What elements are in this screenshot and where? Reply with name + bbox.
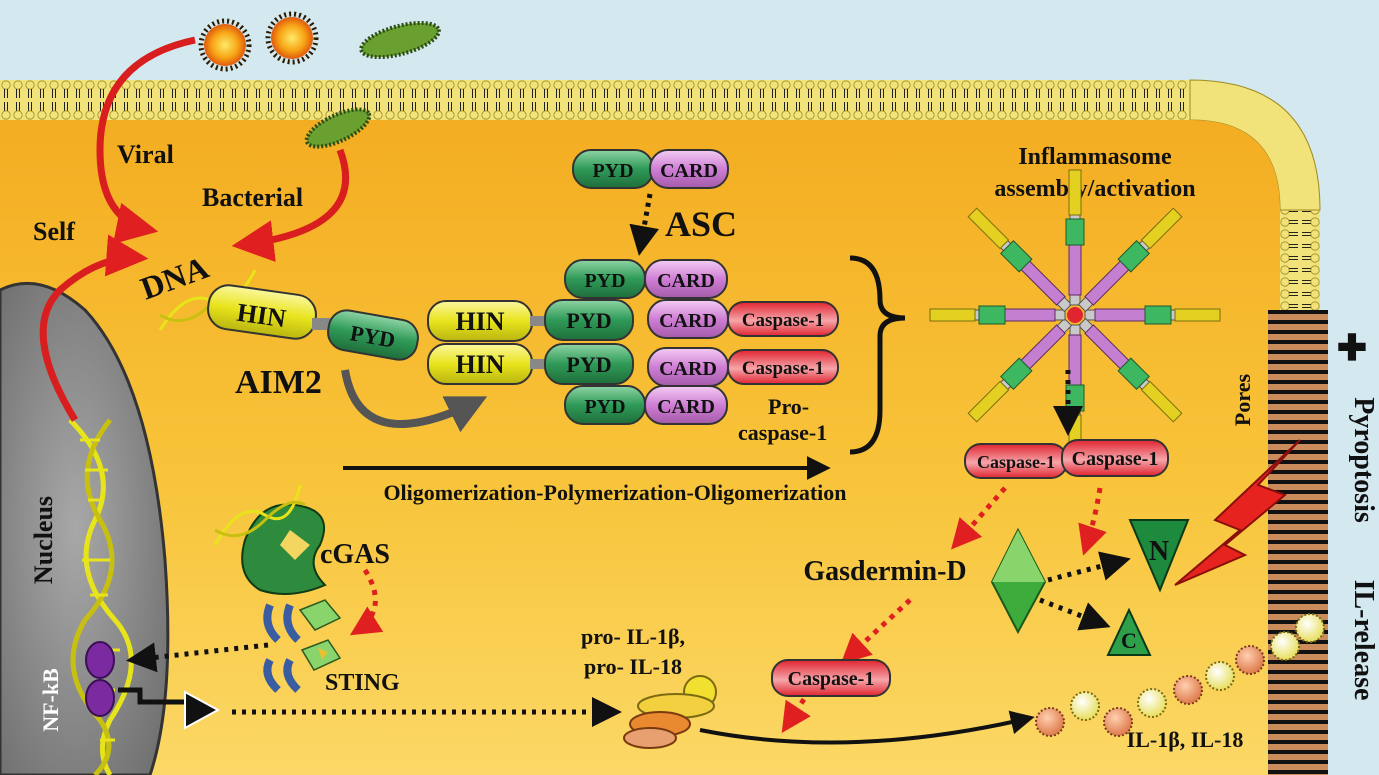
card-label: CARD	[657, 270, 715, 292]
viral-label: Viral	[117, 140, 174, 169]
hin-label: HIN	[455, 307, 504, 336]
self-label: Self	[33, 217, 75, 246]
card-label: CARD	[659, 358, 717, 380]
pores-label: Pores	[1230, 374, 1255, 427]
procaspase-1: Caspase-1 Caspase-1 Pro- caspase-1	[727, 301, 839, 445]
nfkb-subunit	[85, 641, 115, 679]
caspase-label: Caspase-1	[977, 452, 1055, 472]
sting-protein	[263, 599, 342, 693]
caspase-fragment	[1061, 439, 1169, 477]
pyd-label: PYD	[584, 396, 625, 418]
card-domain	[644, 259, 728, 299]
asc-stack: PYD CARD ASC PYD CARD PYD CARD PYD CARD …	[544, 149, 737, 425]
hin-label: HIN	[455, 350, 504, 379]
cleavage-arrows	[349, 486, 1107, 734]
inflammasome-label-line1: Inflammasome	[1018, 144, 1172, 170]
procaspase-label-line2: caspase-1	[738, 420, 827, 445]
aim2-pyd-domain	[327, 309, 419, 361]
asc-card-domain	[649, 149, 729, 189]
gasdermin-cleavage-arrows	[1039, 551, 1131, 631]
nucleus: Nucleus NF-kB	[0, 281, 170, 775]
card-label: CARD	[657, 396, 715, 418]
pyd-domain	[544, 343, 634, 385]
inflammasome-complex	[929, 169, 1221, 461]
assembly-bracket	[849, 255, 906, 455]
gasdermin-d-protein	[990, 527, 1047, 635]
gasdermin-label: Gasdermin-D	[803, 556, 966, 587]
recruitment-arrow	[341, 369, 488, 433]
dna-helix-icon	[213, 484, 306, 546]
c-fragment-label: C	[1121, 628, 1137, 653]
caspase-domain	[771, 659, 891, 697]
caspase-label: Caspase-1	[742, 310, 824, 331]
oligomerization-label: Oligomerization-Polymerization-Oligomeri…	[383, 480, 846, 505]
dna-source-arrows	[39, 36, 350, 422]
sting-label: STING	[325, 670, 400, 696]
pro-il-label-line1: pro- IL-1β,	[581, 624, 685, 649]
caspase-domain	[727, 349, 839, 385]
pro-il-label-line2: pro- IL-18	[584, 654, 682, 679]
nfkb-subunit	[85, 679, 115, 717]
aim2-protein: HIN PYD AIM2	[207, 284, 419, 401]
card-domain	[644, 385, 728, 425]
bacterium-icon	[359, 20, 441, 60]
asc-recruit-arrow	[629, 193, 659, 256]
caspase-label: Caspase-1	[742, 358, 824, 379]
aim2-hin-label: HIN	[235, 298, 288, 334]
procaspase-label-line1: Pro-	[768, 394, 809, 419]
virus-icon	[198, 18, 252, 72]
transcription-arrowhead	[184, 690, 221, 730]
caspase-domain	[727, 301, 839, 337]
caspase-1-lower: Caspase-1	[771, 659, 891, 697]
sting-to-nfkb-arrow	[126, 642, 269, 673]
pyroptosis-label: Pyroptosis	[1348, 397, 1379, 523]
asc-card-label: CARD	[660, 160, 718, 182]
caspase-label: Caspase-1	[788, 668, 875, 690]
pyd-label: PYD	[566, 308, 611, 333]
gasdermin-pores	[1268, 310, 1328, 775]
cgas-label: cGAS	[320, 539, 390, 570]
lightning-icon	[1174, 439, 1301, 586]
aim2-label: AIM2	[235, 364, 322, 401]
pyd-label: PYD	[566, 352, 611, 377]
pyd-domain	[544, 299, 634, 341]
asc-pyd-label: PYD	[592, 160, 633, 182]
pyd-label: PYD	[584, 270, 625, 292]
nucleus-label: Nucleus	[29, 496, 58, 584]
mature-il-label: IL-1β, IL-18	[1127, 727, 1244, 752]
nfkb-label: NF-kB	[38, 668, 63, 732]
caspase-label: Caspase-1	[1072, 448, 1159, 470]
inflammasome-label-line2: assembly/activation	[994, 176, 1195, 202]
gasdermin-c-fragment: C	[1106, 607, 1152, 656]
maturation-arrow	[699, 710, 1035, 745]
pro-il-complex	[623, 675, 717, 749]
gasdermin-n-fragment: N	[1128, 519, 1190, 593]
aim2-oligomer: HIN HIN	[427, 300, 546, 385]
card-label: CARD	[659, 310, 717, 332]
mature-il-beads	[1035, 613, 1325, 737]
asc-label: ASC	[665, 204, 737, 244]
bacterium-icon	[304, 107, 372, 149]
virus-icon	[265, 11, 319, 65]
plus-icon: ✚	[1337, 328, 1367, 368]
il-release-label: IL-release	[1348, 580, 1379, 701]
nfkb-transcription-arrow	[118, 687, 190, 705]
active-caspase-1: Caspase-1 Caspase-1	[964, 439, 1169, 479]
bacterial-label: Bacterial	[202, 183, 303, 212]
n-fragment-label: N	[1149, 536, 1169, 567]
